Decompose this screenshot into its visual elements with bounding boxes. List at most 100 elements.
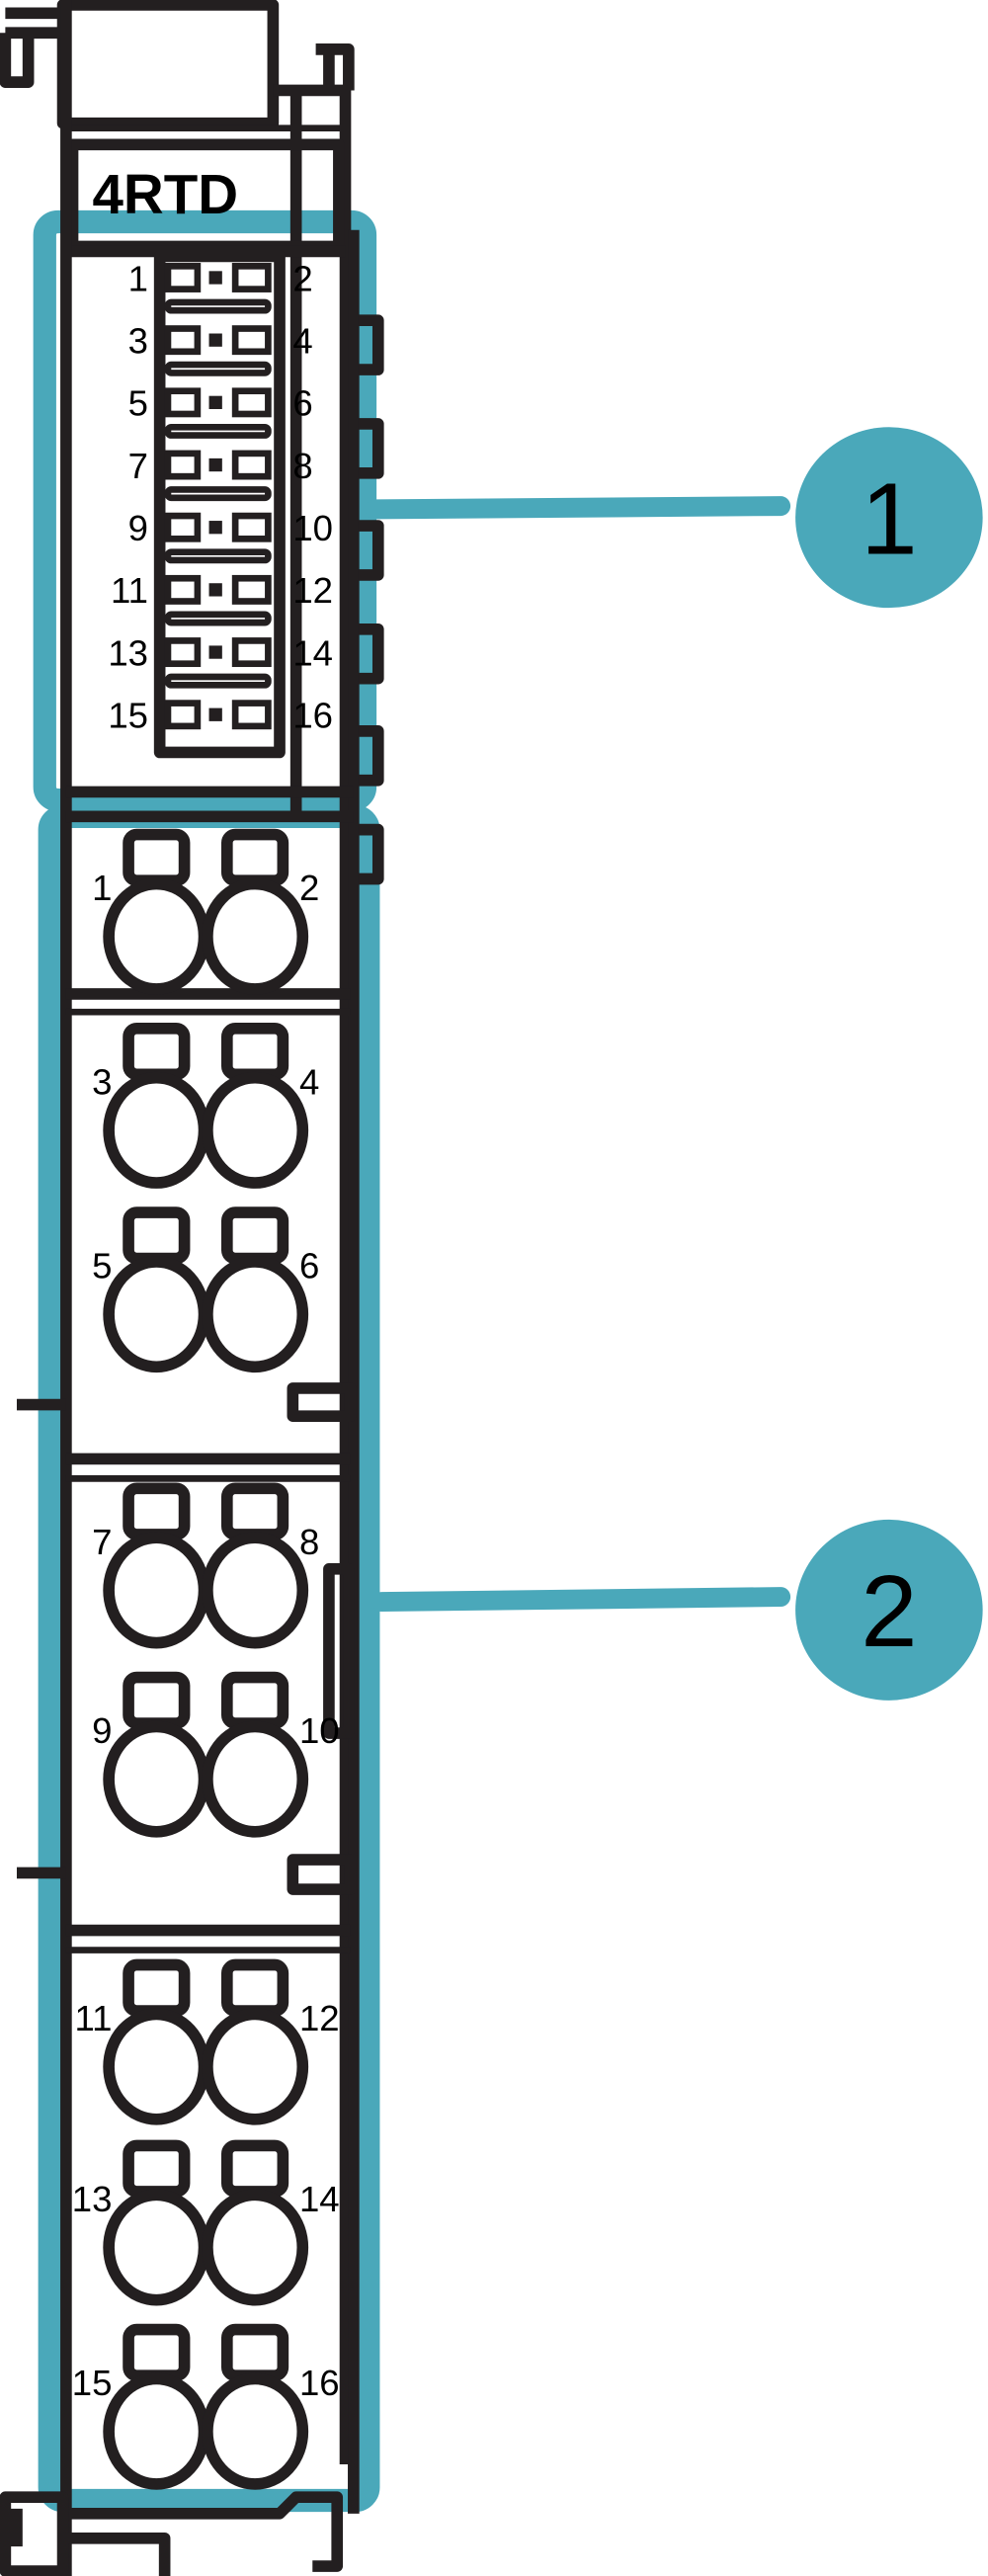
terminal-number: 15 [72, 2363, 113, 2403]
wire-entry-hole[interactable] [103, 1256, 210, 1373]
release-button[interactable] [221, 2323, 289, 2381]
release-button[interactable] [123, 1022, 191, 1081]
terminal-number: 8 [299, 1522, 319, 1562]
terminal-number: 4 [299, 1061, 319, 1102]
release-button[interactable] [221, 828, 289, 886]
connector-pin-number: 13 [108, 632, 148, 673]
release-button[interactable] [123, 1671, 191, 1729]
terminal-pair: 9 10 [92, 1671, 340, 1838]
connector-pin-number: 1 [128, 258, 148, 298]
release-button[interactable] [221, 1206, 289, 1265]
terminal-number: 11 [74, 1998, 112, 2038]
release-button[interactable] [123, 828, 191, 886]
wire-entry-hole[interactable] [103, 1720, 210, 1838]
terminal-number: 6 [299, 1246, 319, 1287]
terminal-number: 7 [92, 1522, 112, 1562]
latch-notch [358, 725, 384, 787]
terminal-number: 3 [92, 1061, 112, 1102]
connector-pin-number: 7 [128, 446, 148, 486]
terminal-pair: 13 14 [72, 2139, 340, 2306]
latch-notch [358, 314, 384, 375]
callout-2-leader [371, 1587, 791, 1613]
latch-notch [358, 520, 384, 581]
connector-pin-number: 8 [292, 446, 312, 486]
release-button[interactable] [221, 1022, 289, 1081]
terminal-number: 2 [299, 868, 319, 908]
wire-entry-hole[interactable] [103, 877, 210, 995]
wire-entry-hole[interactable] [202, 2008, 309, 2125]
wire-entry-hole[interactable] [202, 1071, 309, 1189]
connector-pin-number: 9 [128, 508, 148, 548]
highlight-region-1 [33, 209, 377, 812]
wire-entry-hole[interactable] [202, 1256, 309, 1373]
connector-pin-number: 16 [292, 696, 333, 736]
wire-entry-hole[interactable] [202, 877, 309, 995]
release-button[interactable] [123, 1482, 191, 1540]
release-button[interactable] [123, 1958, 191, 2017]
callout-1-badge [795, 427, 983, 609]
connector-pin-number: 4 [292, 320, 312, 361]
connector-pin-number: 5 [128, 383, 148, 424]
wire-entry-hole[interactable] [202, 2189, 309, 2306]
wire-entry-hole[interactable] [202, 1532, 309, 1649]
terminal-number: 9 [92, 1710, 112, 1751]
release-button[interactable] [123, 1206, 191, 1265]
terminal-pair: 11 12 [74, 1958, 340, 2125]
callout-1: 1 [365, 427, 983, 609]
latch-notch [358, 418, 384, 479]
side-latch-notches [358, 314, 384, 885]
callout-2-badge [795, 1519, 983, 1701]
wire-entry-hole[interactable] [103, 1071, 210, 1189]
wire-entry-hole[interactable] [103, 1532, 210, 1649]
terminal-number: 1 [92, 868, 112, 908]
terminal-number: 5 [92, 1246, 112, 1287]
callout-1-label: 1 [861, 461, 917, 575]
terminal-number: 10 [299, 1710, 340, 1751]
connector-pin-number: 3 [128, 320, 148, 361]
connector-pin-number: 10 [292, 508, 333, 548]
callout-2-label: 2 [861, 1554, 917, 1668]
connector-pin-number: 11 [111, 570, 148, 611]
connector-pin-number: 12 [292, 570, 333, 611]
release-button[interactable] [221, 1671, 289, 1729]
release-button[interactable] [123, 2139, 191, 2198]
wire-entry-hole[interactable] [202, 2372, 309, 2490]
release-button[interactable] [221, 2139, 289, 2198]
terminal-number: 12 [299, 1998, 340, 2038]
connector-row: 13 14 [108, 632, 333, 689]
wire-entry-hole[interactable] [103, 2372, 210, 2490]
wire-entry-hole[interactable] [103, 2008, 210, 2125]
connector-pin-number: 6 [292, 383, 312, 424]
callout-2: 2 [371, 1519, 983, 1701]
module-top-housing: 4RTD [0, 0, 355, 2464]
terminal-number: 14 [299, 2179, 340, 2219]
latch-notch [358, 623, 384, 685]
release-button[interactable] [123, 2323, 191, 2381]
connector-pin-number: 14 [292, 632, 333, 673]
connector-pin-number: 2 [292, 258, 312, 298]
connector-row: 9 10 [128, 508, 333, 564]
callout-1-leader [365, 496, 791, 520]
module-label: 4RTD [92, 163, 238, 225]
module-body [0, 0, 360, 2576]
terminal-number: 16 [299, 2363, 340, 2403]
release-button[interactable] [221, 1482, 289, 1540]
release-button[interactable] [221, 1958, 289, 2017]
terminal-number: 13 [72, 2179, 113, 2219]
wire-entry-hole[interactable] [103, 2189, 210, 2306]
connector-row: 11 12 [111, 570, 333, 626]
wire-entry-hole[interactable] [202, 1720, 309, 1838]
